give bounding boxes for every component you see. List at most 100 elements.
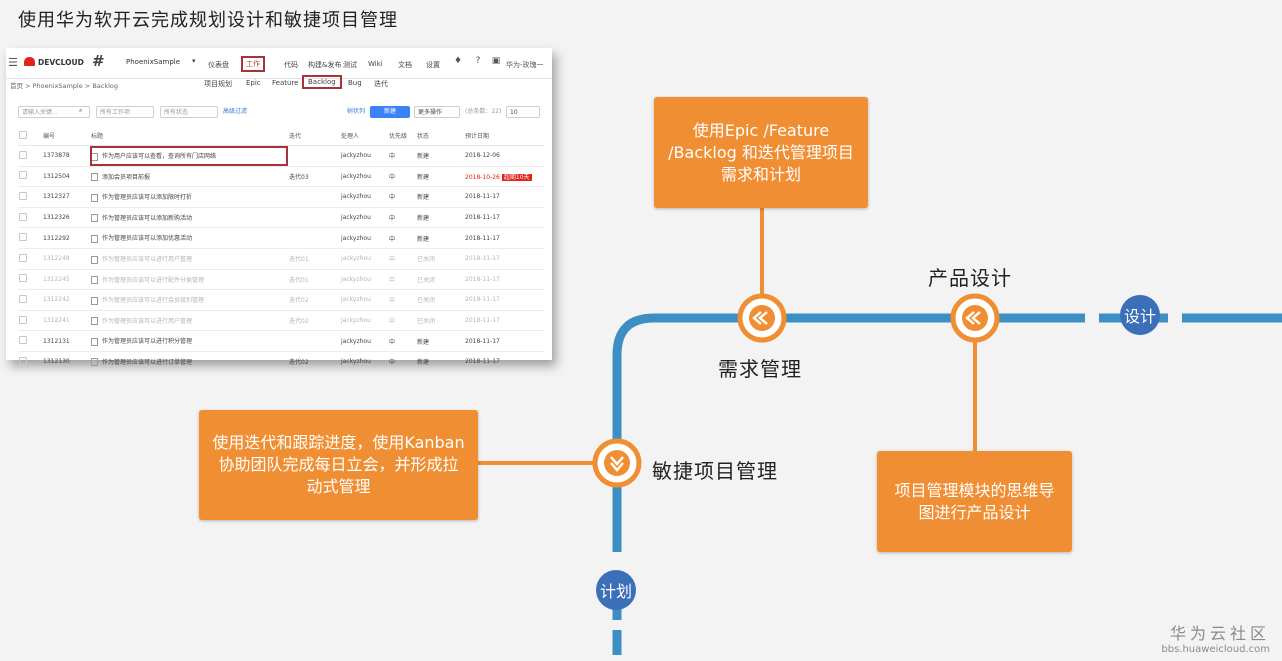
col-iteration[interactable]: 迭代 [288, 126, 340, 146]
chevron-down-icon[interactable]: ▾ [192, 57, 196, 65]
work-item-icon [91, 234, 98, 243]
nav-settings[interactable]: 设置 [426, 61, 440, 69]
tab-project-planning[interactable]: 项目规划 [204, 80, 232, 88]
nav-docs[interactable]: 文档 [398, 61, 412, 69]
user-menu[interactable]: 华为-玫瑰一 [506, 61, 544, 69]
row-status: 新建 [416, 166, 464, 188]
row-title[interactable]: 添加会员项目前报 [102, 173, 151, 181]
track-gap [1168, 310, 1182, 326]
row-iteration [288, 207, 340, 229]
col-priority[interactable]: 优先级 [388, 126, 416, 146]
row-id: 1312248 [42, 248, 90, 270]
type-select[interactable]: 所有工作项 [96, 106, 154, 118]
help-icon[interactable]: ? [475, 56, 481, 66]
col-id[interactable]: 编号 [42, 126, 90, 146]
row-title[interactable]: 作为管理员应该可以进行用户管理 [102, 256, 193, 264]
row-owner: jackyzhou [340, 207, 388, 229]
row-status: 已关闭 [416, 269, 464, 291]
row-checkbox[interactable] [19, 233, 27, 242]
new-button[interactable]: 新建 [370, 106, 410, 118]
status-select[interactable]: 所有状态 [160, 106, 218, 118]
row-status: 已关闭 [416, 248, 464, 270]
tab-epic[interactable]: Epic [246, 79, 261, 87]
nav-wiki[interactable]: Wiki [368, 60, 383, 68]
station-plan: 计划 [596, 570, 636, 610]
row-checkbox[interactable] [19, 150, 27, 159]
col-status[interactable]: 状态 [416, 126, 464, 146]
more-actions-select[interactable]: 更多操作 [414, 106, 460, 118]
notification-icon[interactable]: ♦ [453, 56, 463, 66]
row-iteration [288, 145, 340, 167]
nav-code[interactable]: 代码 [284, 61, 298, 69]
watermark-url: bbs.huaweicloud.com [1161, 644, 1270, 655]
col-owner[interactable]: 处理人 [340, 126, 388, 146]
calendar-icon[interactable]: ▣ [491, 56, 501, 66]
tab-backlog[interactable]: Backlog [302, 75, 342, 89]
callout-bottom-text: 项目管理模块的思维导图进行产品设计 [894, 480, 1055, 522]
track-gap [1085, 310, 1099, 326]
advanced-filter-link[interactable]: 高级过滤 [223, 108, 248, 115]
row-checkbox[interactable] [19, 253, 27, 262]
row-checkbox[interactable] [19, 171, 27, 180]
row-title[interactable]: 作为管理员应该可以进行配件分类管理 [102, 276, 205, 284]
row-date: 2018-11-17 [465, 214, 500, 222]
nav-work[interactable]: 工作 [241, 56, 265, 72]
row-status: 已关闭 [416, 310, 464, 332]
node-agile-icon [592, 438, 642, 488]
row-date: 2018-11-17 [465, 337, 500, 345]
row-date: 2018-11-17 [465, 193, 500, 201]
menu-icon[interactable]: ☰ [8, 56, 18, 69]
row-title[interactable]: 作为管理员应该可以添加新购活动 [102, 214, 193, 222]
row-title[interactable]: 作为用户应该可以查看，查询所有门店网络 [102, 153, 217, 161]
tab-iteration[interactable]: 迭代 [374, 80, 388, 88]
work-item-icon [91, 193, 98, 202]
row-iteration [288, 227, 340, 249]
col-title[interactable]: 标题 [90, 126, 288, 146]
label-requirements: 需求管理 [718, 357, 802, 381]
row-title[interactable]: 作为管理员应该可以进行订单管理 [102, 358, 193, 366]
node-product-design-icon [950, 293, 1000, 343]
row-title[interactable]: 作为管理员应该可以进行用户管理 [102, 317, 193, 325]
row-title[interactable]: 作为管理员应该可以进行会员级别管理 [102, 297, 205, 305]
project-hash-icon: # [92, 52, 105, 70]
search-icon[interactable]: ⌕ [79, 107, 83, 114]
tab-bug[interactable]: Bug [348, 79, 362, 87]
search-input[interactable]: 请输入关键... [18, 106, 90, 118]
row-title[interactable]: 作为管理员应该可以进行积分管理 [102, 338, 193, 346]
huawei-logo-icon [24, 57, 35, 66]
select-all-checkbox[interactable] [19, 130, 27, 139]
watermark: 华为云社区 bbs.huaweicloud.com [1161, 620, 1270, 655]
callout-top-text: 使用Epic /Feature /Backlog 和迭代管理项目需求和计划 [668, 120, 854, 184]
nav-test[interactable]: 测试 [343, 61, 357, 69]
row-checkbox[interactable] [19, 191, 27, 200]
page-size-select[interactable]: 10 [506, 106, 540, 118]
row-checkbox[interactable] [19, 212, 27, 221]
row-owner: jackyzhou [340, 351, 388, 373]
row-checkbox[interactable] [19, 315, 27, 324]
row-checkbox[interactable] [19, 294, 27, 303]
row-checkbox[interactable] [19, 356, 27, 365]
project-selector[interactable]: PhoenixSample [126, 58, 181, 66]
row-checkbox[interactable] [19, 336, 27, 345]
row-priority: 中 [388, 227, 416, 249]
col-date[interactable]: 预计日期 [464, 126, 544, 146]
row-id: 1312245 [42, 269, 90, 291]
row-checkbox[interactable] [19, 274, 27, 283]
tree-view-toggle[interactable]: 树状列 [347, 108, 366, 115]
tab-feature[interactable]: Feature [272, 79, 299, 87]
nav-dashboard[interactable]: 仪表盘 [208, 61, 229, 69]
row-title[interactable]: 作为管理员应该可以添加优惠活动 [102, 235, 193, 243]
row-title[interactable]: 作为管理员应该可以添加限时打折 [102, 194, 193, 202]
nav-build-release[interactable]: 构建&发布 [308, 61, 342, 69]
